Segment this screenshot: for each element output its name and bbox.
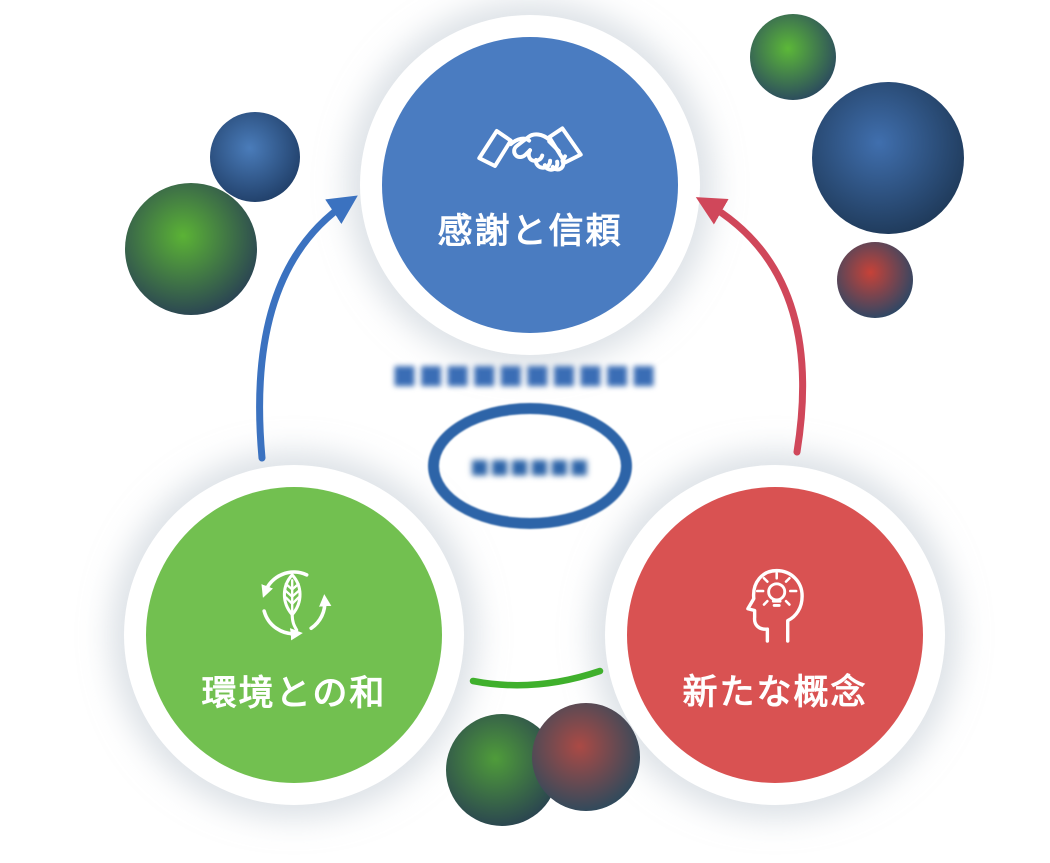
decor-sphere-top-right-blue	[812, 82, 964, 234]
node-new-concept: 新たな概念	[627, 487, 923, 783]
curve-green-to-red	[469, 667, 604, 689]
node-label-gratitude-trust: 感謝と信頼	[437, 211, 623, 252]
decor-sphere-left-blue	[210, 112, 300, 202]
decor-sphere-top-right-red	[837, 242, 913, 318]
center-tagline: ■■■■■■■■■■	[392, 360, 658, 390]
curve-green-to-blue	[256, 195, 358, 462]
node-environment-harmony: 環境との和	[146, 487, 442, 783]
decor-sphere-bottom-red	[532, 703, 640, 811]
company-logo-ellipse: ■■■■■■	[428, 403, 632, 529]
leaf-recycle-icon	[261, 569, 332, 640]
handshake-icon	[477, 125, 583, 172]
node-label-environment-harmony: 環境との和	[201, 673, 387, 714]
node-gratitude-trust: 感謝と信頼	[382, 37, 678, 333]
decor-sphere-left-green	[125, 183, 257, 315]
head-lightbulb-icon	[746, 568, 804, 643]
curve-red-to-blue	[695, 197, 807, 456]
node-label-new-concept: 新たな概念	[682, 672, 868, 713]
decor-sphere-top-right-green	[750, 14, 836, 100]
company-logo-text: ■■■■■■	[470, 454, 590, 478]
